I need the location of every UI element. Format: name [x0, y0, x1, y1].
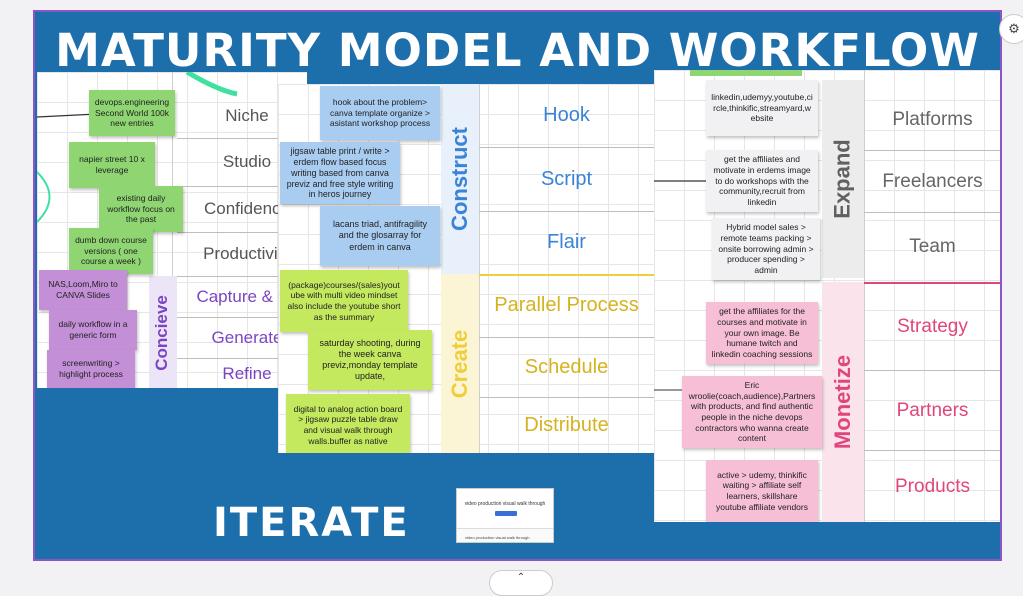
sticky-note[interactable]: linkedin,udemyy,youtube,ci rcle,thinkifi… — [706, 80, 818, 136]
sticky-note[interactable]: get the affiliates and motivate in erdem… — [706, 150, 818, 212]
sticky-note[interactable]: existing daily workflow focus on the pas… — [99, 186, 183, 232]
left-panel: Niche Studio Confidence Productivity Con… — [37, 72, 307, 388]
sticky-note[interactable]: hook about the problem> canva template o… — [320, 86, 440, 140]
sticky-note[interactable]: digital to analog action board > jigsaw … — [286, 394, 410, 453]
sticky-note[interactable]: active > udemy, thinkific waiting > affi… — [706, 460, 818, 522]
sticky-note[interactable]: dumb down course versions ( one course a… — [69, 228, 153, 274]
sticky-note[interactable]: screenwriting > highlight process — [47, 350, 135, 388]
thumbnail-footer: video production visual walk through — [465, 535, 529, 540]
sticky-note[interactable]: get the affiliates for the courses and m… — [706, 302, 818, 364]
sticky-note[interactable]: lacans triad, antifragility and the glos… — [320, 206, 440, 266]
row-flair: Flair — [479, 211, 654, 274]
board-frame: MATURITY MODEL AND WORKFLOW Niche Studio… — [33, 10, 1002, 561]
sticky-note[interactable]: daily workflow in a generic form — [49, 310, 137, 350]
row-freelancers: Freelancers — [864, 152, 1001, 212]
sticky-note[interactable]: Hybrid model sales > remote teams packin… — [712, 218, 820, 280]
row-platforms: Platforms — [864, 90, 1001, 150]
sticky-note[interactable]: Eric wroolie(coach,audience),Partners wi… — [682, 376, 822, 448]
sticky-note[interactable]: NAS,Loom,Miro to CANVA Slides — [39, 270, 127, 310]
settings-icon[interactable]: ⚙ — [999, 14, 1023, 44]
conceive-label: Concieve — [142, 278, 182, 388]
row-hook: Hook — [479, 84, 654, 147]
chevron-up-icon[interactable]: ⌃ — [489, 570, 553, 596]
row-strategy: Strategy — [864, 284, 1001, 370]
row-script: Script — [479, 147, 654, 211]
middle-panel: Construct Create Hook Script Flair Paral… — [278, 84, 654, 453]
monetize-label: Monetize — [818, 282, 868, 522]
sticky-note[interactable]: jigsaw table print / write > erdem flow … — [280, 142, 400, 204]
video-thumbnail[interactable]: video production visual walk through vid… — [456, 488, 554, 543]
row-distribute: Distribute — [479, 397, 654, 453]
expand-label: Expand — [818, 80, 868, 278]
create-label: Create — [436, 274, 484, 453]
row-partners: Partners — [864, 372, 1001, 450]
row-schedule: Schedule — [479, 337, 654, 397]
sticky-note[interactable]: napier street 10 x leverage — [69, 142, 155, 188]
construct-label: Construct — [436, 84, 484, 274]
sticky-note[interactable]: (package)courses/(sales)yout ube with mu… — [280, 270, 408, 332]
thumbnail-caption: video production visual walk through — [457, 501, 553, 507]
row-products: Products — [864, 452, 1001, 522]
right-panel: Expand Monetize Platforms Freelancers Te… — [654, 70, 1001, 522]
row-team: Team — [864, 214, 1001, 280]
sticky-note[interactable]: devops.engineering Second World 100k new… — [89, 90, 175, 136]
row-parallel-process: Parallel Process — [479, 274, 654, 337]
thumbnail-button[interactable] — [495, 511, 517, 516]
sticky-note[interactable]: saturday shooting, during the week canva… — [308, 330, 432, 390]
iterate-label: ITERATE — [213, 500, 410, 546]
